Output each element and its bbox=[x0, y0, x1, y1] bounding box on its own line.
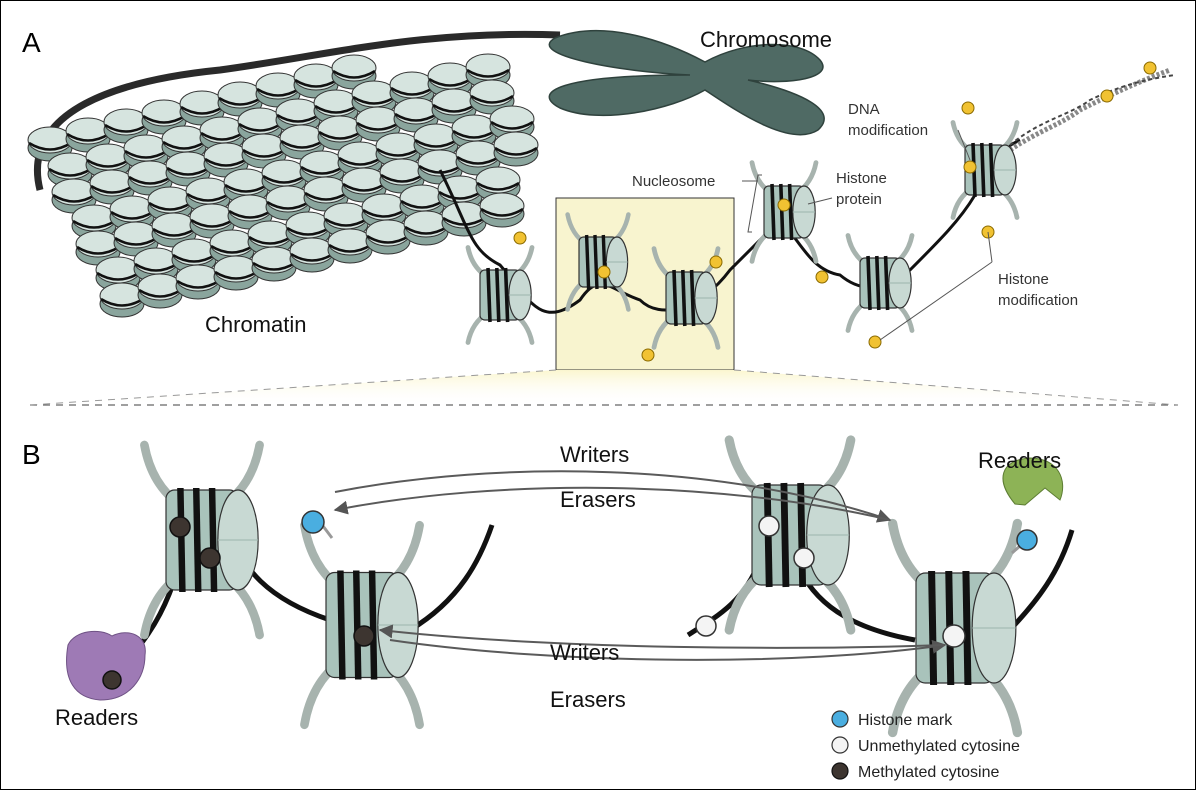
zoom-glow bbox=[30, 370, 1178, 405]
histone-modification-dot bbox=[642, 349, 654, 361]
dna-modification-label-2: modification bbox=[848, 122, 928, 139]
top-writers-label: Writers bbox=[560, 442, 629, 467]
bottom-erasers-arrow bbox=[380, 630, 945, 648]
readers-left-label: Readers bbox=[55, 705, 138, 730]
unmethylated-cytosine-3 bbox=[696, 616, 716, 636]
legend-label-methylated: Methylated cytosine bbox=[858, 764, 1000, 781]
nucleosome-a5 bbox=[848, 236, 912, 331]
histone-modification-dot bbox=[598, 266, 610, 278]
histone-protein-label-2: protein bbox=[836, 191, 882, 208]
histone-mark-left bbox=[302, 511, 324, 533]
histone-modification-dot bbox=[964, 161, 976, 173]
panel-label-a: A bbox=[22, 27, 41, 58]
methylated-cytosine-4 bbox=[354, 626, 374, 646]
histone-modification-dot bbox=[778, 199, 790, 211]
histone-mark-right bbox=[1017, 530, 1037, 550]
histone-modification-dot bbox=[1144, 62, 1156, 74]
chromatin-disc bbox=[214, 256, 258, 290]
bottom-erasers-label: Erasers bbox=[550, 687, 626, 712]
chromatin-disc bbox=[176, 265, 220, 299]
reader-left-protein bbox=[67, 631, 146, 700]
dna-modification-label-1: DNA bbox=[848, 101, 880, 118]
histone-modification-label-2: modification bbox=[998, 292, 1078, 309]
histone-modification-dot bbox=[962, 102, 974, 114]
nucleosome-a1 bbox=[468, 248, 532, 343]
bottom-writers-label: Writers bbox=[550, 640, 619, 665]
legend-swatch-methylated bbox=[832, 763, 848, 779]
chromatin-disc bbox=[328, 229, 372, 263]
chromatin-disc bbox=[290, 238, 334, 272]
unmethylated-cytosine-4 bbox=[943, 625, 965, 647]
histone-modification-dot bbox=[1101, 90, 1113, 102]
legend-swatch-histone-mark bbox=[832, 711, 848, 727]
chromatin-disc bbox=[494, 132, 538, 166]
legend-label-histone-mark: Histone mark bbox=[858, 712, 953, 729]
chromatin-disc bbox=[138, 274, 182, 308]
histone-protein-label-1: Histone bbox=[836, 170, 887, 187]
chromatin-disc bbox=[366, 220, 410, 254]
chromatin-label: Chromatin bbox=[205, 312, 306, 337]
chromatin-disc bbox=[100, 283, 144, 317]
methylated-cytosine-2 bbox=[200, 548, 220, 568]
chromatin-disc bbox=[404, 211, 448, 245]
chromatin-disc bbox=[480, 193, 524, 227]
panel-label-b: B bbox=[22, 439, 41, 470]
histone-modification-label-1: Histone bbox=[998, 271, 1049, 288]
unmethylated-cytosine-1 bbox=[759, 516, 779, 536]
histone-modification-dot bbox=[710, 256, 722, 268]
top-erasers-label: Erasers bbox=[560, 487, 636, 512]
histone-modification-dot bbox=[869, 336, 881, 348]
chromosome-label: Chromosome bbox=[700, 27, 832, 52]
dna-strand-b3 bbox=[410, 525, 492, 630]
nucleosome-a4 bbox=[752, 163, 816, 262]
dna-helix-strand bbox=[1010, 75, 1175, 145]
nucleosome-a6 bbox=[953, 123, 1017, 218]
histone-modification-dot bbox=[514, 232, 526, 244]
legend: Histone mark Unmethylated cytosine Methy… bbox=[832, 711, 1020, 781]
legend-label-unmethylated: Unmethylated cytosine bbox=[858, 738, 1020, 755]
histone-modification-dot bbox=[816, 271, 828, 283]
nucleosome-b2 bbox=[304, 525, 419, 725]
unmethylated-cytosine-2 bbox=[794, 548, 814, 568]
readers-right-label: Readers bbox=[978, 448, 1061, 473]
methylated-cytosine-3 bbox=[103, 671, 121, 689]
legend-swatch-unmethylated bbox=[832, 737, 848, 753]
chromatin-disc bbox=[252, 247, 296, 281]
methylated-cytosine-1 bbox=[170, 517, 190, 537]
dna-helix bbox=[1010, 70, 1170, 150]
nucleosome-label: Nucleosome bbox=[632, 173, 715, 190]
nucleosome-b3 bbox=[729, 440, 851, 630]
bottom-writers-arrow bbox=[390, 640, 945, 660]
